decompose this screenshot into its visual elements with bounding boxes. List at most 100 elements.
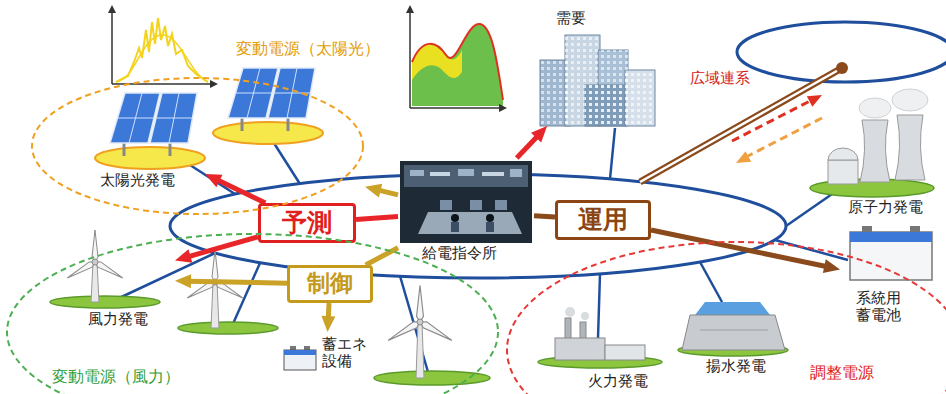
connector-line [534,216,555,217]
dashed-region-ellipse [32,78,363,214]
box-label: 制御 [307,271,353,296]
connector-line [356,216,398,219]
energy-storage-battery [284,350,316,370]
solar-panels [95,93,205,169]
wide-area-link [640,68,842,182]
power-grid-ring [190,165,235,194]
process-box: 運用 [555,200,651,240]
nuclear-plant [892,89,928,111]
wind-turbines [91,262,99,302]
grid-battery [910,226,920,232]
control-room-picture [486,214,494,222]
demand-chart [410,107,500,109]
arrow-connector [205,174,265,203]
wind-turbines [416,322,424,378]
connector-line [189,281,287,283]
connector-line [517,136,538,158]
dashed-region-ellipse [507,242,946,394]
box-label: 運用 [578,206,628,234]
group-heading: 変動電源（太陽光） [236,40,380,58]
plant-node: 系統用蓄電池 [840,222,942,338]
energy-storage-battery [290,346,296,350]
wide-area-link [640,22,946,182]
buildings [585,85,625,126]
control-room-picture [404,165,528,187]
arrow-head [205,174,222,187]
wind-turbines [50,296,160,308]
thermal-plant [538,307,662,368]
plant-node: 原子力発電 [805,85,943,221]
connector-line [379,190,398,195]
power-grid-ring [700,262,722,302]
node-label: 原子力発電 [848,199,923,216]
thermal-plant [565,307,575,317]
node-label: 太陽光発電 [100,172,175,189]
grid-battery [850,226,932,280]
wide-area-link [748,118,822,156]
wide-area-link [807,95,822,107]
thermal-plant [581,312,589,320]
buildings [625,70,655,126]
power-grid-ring [115,128,848,372]
plant-node: 揚水発電 [675,300,790,378]
wind-turbines [66,230,124,281]
wind-turbines [92,259,98,265]
solar-output-chart [108,5,218,88]
arrow-connector [175,274,287,288]
buildings [540,35,655,126]
power-grid-ring [786,192,835,226]
connector-line [218,180,266,203]
control-room-picture [400,161,532,243]
arrow-head [823,259,840,273]
arrow-connector [534,216,555,217]
nuclear-plant [860,120,890,182]
control-room-picture [430,172,450,176]
thermal-plant [580,322,586,340]
node-label: 揚水発電 [706,358,766,375]
arrow-head [321,316,335,332]
power-grid-ring [610,128,615,179]
pumped-hydro [682,315,785,350]
solar-output-chart [111,12,113,84]
demand-chart [412,24,503,100]
nuclear-plant [895,115,925,180]
control-room-picture [400,161,532,243]
power-grid-ring [598,274,600,338]
plant-node: 風力発電 [40,228,175,331]
energy-storage-battery [284,350,316,355]
node-label: 系統用蓄電池 [856,290,904,325]
connector-line [326,303,332,318]
process-box: 制御 [287,265,373,303]
control-room-picture [482,172,504,176]
solar-output-chart [116,18,208,82]
control-room-picture [458,169,474,176]
demand-chart [499,104,507,112]
wide-area-link [732,101,810,141]
nuclear-plant [859,98,891,118]
demand-node: 需要 [540,6,668,126]
control-room-picture [451,214,459,222]
arrow-connector [366,248,398,265]
control-room-picture [451,222,459,232]
arrow-head [175,274,191,288]
plant-node: 太陽光発電 [80,92,205,196]
buildings [625,70,655,126]
group-region: 変動電源（風力）風力発電蓄エネ設備 [5,232,500,394]
wide-area-link [736,151,751,163]
plant-node: 火力発電 [538,326,666,393]
dashed-region-ellipse [7,234,498,394]
arrow-connector [517,126,547,158]
group-region: 調整電源火力発電 揚水発電 系統用蓄電池 [505,240,946,394]
arrow-connector [356,216,398,219]
arrow-connector [651,230,840,273]
node-label: 火力発電 [588,373,648,390]
group-heading: 調整電源 [810,364,874,382]
wind-turbines [211,282,219,328]
control-room-picture [440,200,452,210]
grid-battery [850,232,932,280]
node-label: 給電指令所 [422,245,497,262]
nuclear-plant [828,160,858,184]
wide-area-link [836,62,848,74]
